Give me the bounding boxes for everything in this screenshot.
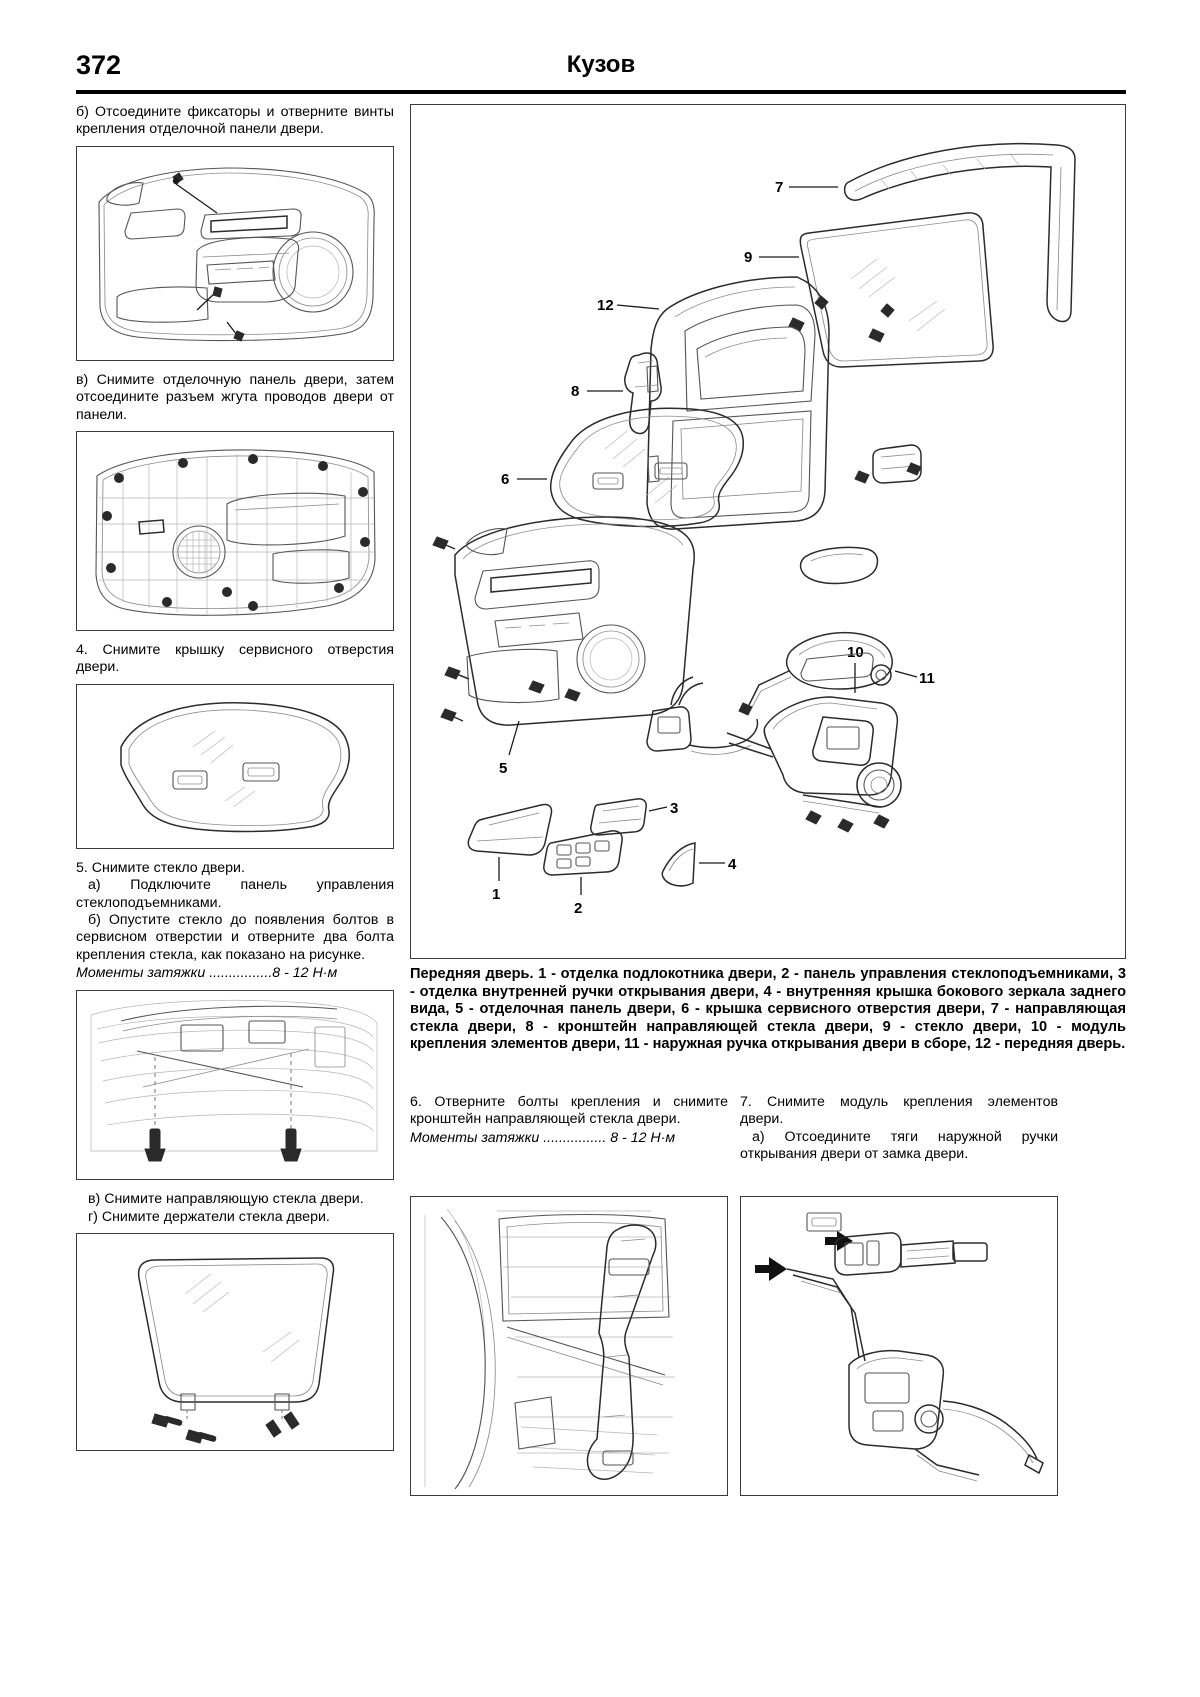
step-5a-text: а) Подключите панель управления стеклопо…: [76, 877, 394, 911]
arrow-top: [825, 1231, 853, 1251]
bolt-left-glyph: [144, 1128, 166, 1162]
figure-caption: Передняя дверь. 1 - отделка подлокотника…: [410, 966, 1126, 1053]
label-12: 12: [597, 297, 614, 314]
label-10: 10: [847, 644, 864, 661]
step-7-text: 7. Снимите модуль крепления элементов дв…: [740, 1094, 1058, 1128]
torque-note-2: Моменты затяжки ................ 8 - 12 …: [410, 1129, 676, 1146]
figure-door-glass: [76, 1233, 394, 1452]
bolt-right-glyph: [280, 1128, 302, 1162]
step-4-text: 4. Снимите крышку сервисного отверстия д…: [76, 642, 394, 676]
module-rods-drawing: [755, 1212, 1044, 1482]
part-4-mirror-inner-cover: [661, 842, 696, 887]
leader-5: [508, 720, 520, 756]
front-door-exploded-drawing: 7 9: [432, 142, 1076, 917]
part-door-hinge: [854, 444, 922, 484]
part-1-armrest-trim: [467, 803, 553, 856]
part-3-inner-handle-trim: [590, 798, 647, 836]
label-4: 4: [728, 856, 737, 873]
step-5b-text: б) Опустите стекло до появления болтов в…: [76, 912, 394, 963]
figure-service-hole-cover: [76, 683, 394, 849]
callout-screw-bottom: [226, 321, 238, 336]
step-7a-text: а) Отсоедините тяги наружной ручки откры…: [740, 1128, 1058, 1163]
step-b-text: б) Отсоедините фиксаторы и отверните вин…: [76, 104, 394, 138]
step-6-text: 6. Отверните болты крепления и снимите к…: [410, 1094, 728, 1128]
figure-door-trim-panel: [76, 145, 394, 361]
label-11: 11: [919, 670, 935, 687]
step-5g-text: г) Снимите держатели стекла двери.: [88, 1208, 330, 1225]
label-1: 1: [492, 886, 500, 903]
step-5v-text: в) Снимите направляющую стекла двери.: [88, 1191, 364, 1208]
label-7: 7: [775, 179, 783, 196]
part-8-guide-bracket: [624, 352, 662, 435]
leader-3: [648, 806, 668, 812]
trim-panel-reverse-drawing: [95, 449, 376, 616]
part-11-outer-handle: [738, 546, 893, 716]
left-column: б) Отсоедините фиксаторы и отверните вин…: [76, 104, 394, 1452]
arrow-left: [755, 1257, 787, 1281]
page-title: Кузов: [566, 51, 636, 78]
torque-note-1: Моменты затяжки ................8 - 12 Н…: [76, 965, 338, 982]
label-8: 8: [571, 383, 579, 400]
figure-trim-panel-reverse: [76, 431, 394, 632]
label-2: 2: [574, 900, 582, 917]
page-header: 372 Кузов: [76, 50, 1126, 98]
label-6: 6: [501, 471, 509, 488]
part-7-window-guide: [843, 142, 1076, 323]
part-door-latch-assembly: [646, 676, 759, 755]
bottom-right-column: 7. Снимите модуль крепления элементов дв…: [740, 1094, 1058, 1164]
part-2-window-switch-panel: [543, 830, 623, 876]
callout-screw-top: [175, 183, 218, 214]
figure-guide-bracket-removal: [410, 1196, 728, 1496]
label-9: 9: [744, 249, 752, 266]
part-9-door-glass: [799, 212, 994, 368]
step-v-text: в) Снимите отделочную панель двери, зате…: [76, 371, 394, 423]
door-glass-drawing: [137, 1257, 335, 1444]
figure-front-door-exploded: 7 9: [410, 104, 1126, 959]
figure-module-rods-removal: [740, 1196, 1058, 1496]
part-6-service-cover: [549, 407, 745, 528]
label-3: 3: [670, 800, 678, 817]
header-rule: [76, 90, 1126, 94]
step-5-title-text: 5. Снимите стекло двери.: [76, 859, 245, 876]
bottom-left-column: 6. Отверните болты крепления и снимите к…: [410, 1094, 728, 1148]
guide-bracket-drawing: [424, 1208, 675, 1490]
door-trim-panel-drawing: [98, 167, 375, 342]
lower-module-body: [848, 1349, 945, 1450]
glass-bolts-drawing: [90, 1000, 378, 1162]
part-10-door-module: [726, 696, 902, 814]
part-5-trim-panel: [454, 516, 695, 726]
glass-guide-bracket-part: [586, 1224, 657, 1481]
leader-12: [616, 304, 660, 310]
callout-screw-left: [196, 292, 216, 311]
label-5: 5: [499, 760, 507, 777]
page-number: 372: [76, 50, 122, 80]
figure-glass-mounting-bolts: [76, 990, 394, 1181]
part-12-front-door: [646, 276, 830, 530]
service-hole-cover-drawing: [120, 701, 351, 833]
leader-11: [894, 670, 918, 678]
